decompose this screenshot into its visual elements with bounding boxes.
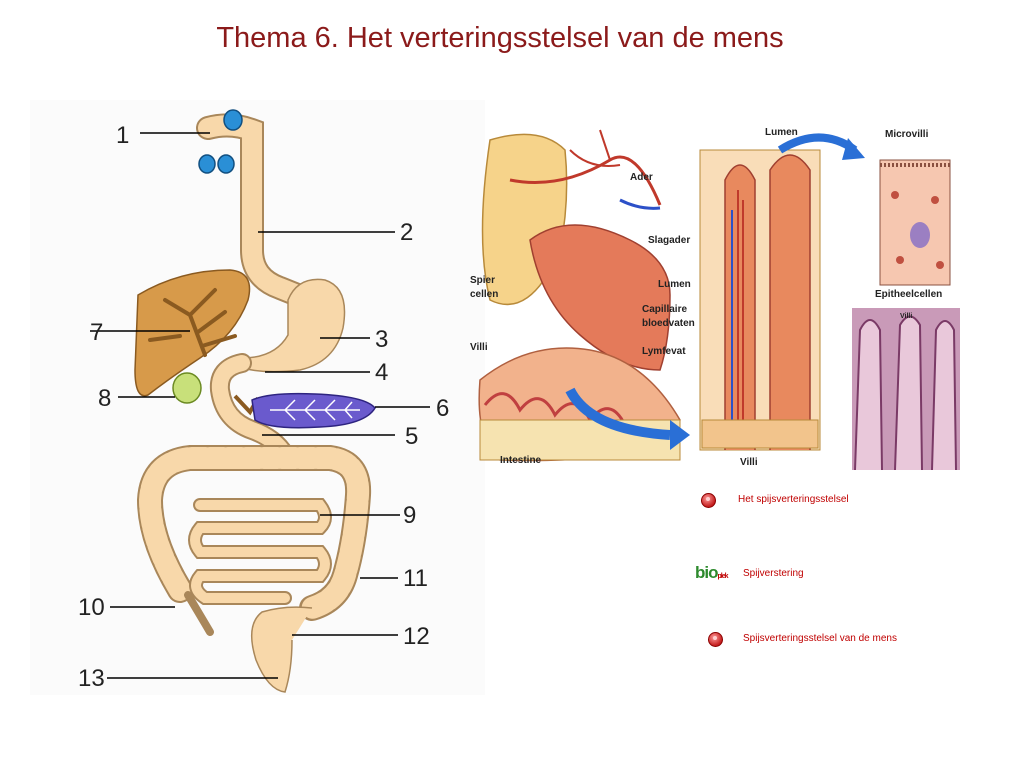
- label-capillaire: Capillaire: [642, 304, 687, 315]
- digestive-label-6: 6: [436, 395, 449, 422]
- leader-lines: [90, 132, 430, 679]
- digestive-label-3: 3: [375, 326, 388, 353]
- link-het-spijsverteringsstelsel[interactable]: Het spijsverteringsstelsel: [738, 494, 849, 505]
- label-villi-left: Villi: [470, 342, 488, 353]
- salivary-glands: [198, 109, 243, 174]
- digestive-label-1: 1: [116, 122, 129, 149]
- bio-logo-icon[interactable]: bioplek: [695, 563, 729, 582]
- blood-vessels: [509, 129, 662, 210]
- digestive-system-diagram: 1 2 3 4 5 6 7 8 9 10 11 12 13: [30, 100, 485, 695]
- label-villi-bottom: Villi: [740, 457, 758, 468]
- label-intestine: Intestine: [500, 455, 542, 466]
- label-lumen-left: Lumen: [658, 279, 691, 290]
- digestive-label-4: 4: [375, 359, 388, 386]
- digestive-label-10: 10: [78, 594, 105, 621]
- intestine-villi-diagram: Ader Slagader Lumen Spier cellen Capilla…: [470, 127, 960, 471]
- digestive-label-11: 11: [403, 565, 428, 592]
- page-title: Thema 6. Het verteringsstelsel van de me…: [216, 22, 784, 54]
- digestive-label-8: 8: [98, 385, 111, 412]
- stomach: [241, 278, 346, 373]
- small-intestine: [188, 498, 332, 605]
- arrow-to-villus-icon: [565, 387, 671, 440]
- digestive-label-9: 9: [403, 502, 416, 529]
- digestive-label-5: 5: [405, 423, 418, 450]
- label-ader: Ader: [630, 172, 653, 183]
- arrow-to-microvilli-icon: [777, 133, 858, 154]
- link-spijsverteringsstelsel-van-de-mens[interactable]: Spijsverteringsstelsel van de mens: [743, 633, 897, 644]
- label-spier: Spier: [470, 275, 495, 286]
- label-microvilli: Microvilli: [885, 129, 929, 140]
- link-spijverstering[interactable]: Spijverstering: [743, 568, 804, 579]
- label-slagader: Slagader: [648, 235, 690, 246]
- label-epitheelcellen: Epitheelcellen: [875, 289, 942, 300]
- label-lumen-top: Lumen: [765, 127, 798, 138]
- appendix: [184, 591, 214, 636]
- rectum: [250, 606, 313, 693]
- label-villi-micro: Villi: [900, 313, 912, 320]
- digestive-label-2: 2: [400, 219, 413, 246]
- label-cellen: cellen: [470, 289, 498, 300]
- digestive-label-7: 7: [90, 319, 103, 346]
- liver: [134, 269, 251, 397]
- digestive-label-13: 13: [78, 665, 105, 692]
- mouth-esophagus: [196, 113, 312, 308]
- red-ball-icon[interactable]: [701, 493, 716, 508]
- digestive-label-12: 12: [403, 623, 430, 650]
- red-ball-icon[interactable]: [708, 632, 723, 647]
- label-lymfevat: Lymfevat: [642, 346, 686, 357]
- large-intestine: [136, 445, 372, 621]
- label-bloedvaten: bloedvaten: [642, 318, 695, 329]
- gallbladder: [172, 372, 202, 404]
- pancreas: [251, 392, 376, 429]
- villus-enlarged: [699, 149, 821, 451]
- villi-histology-image: [852, 308, 960, 471]
- epithelial-cells-image: [879, 159, 951, 286]
